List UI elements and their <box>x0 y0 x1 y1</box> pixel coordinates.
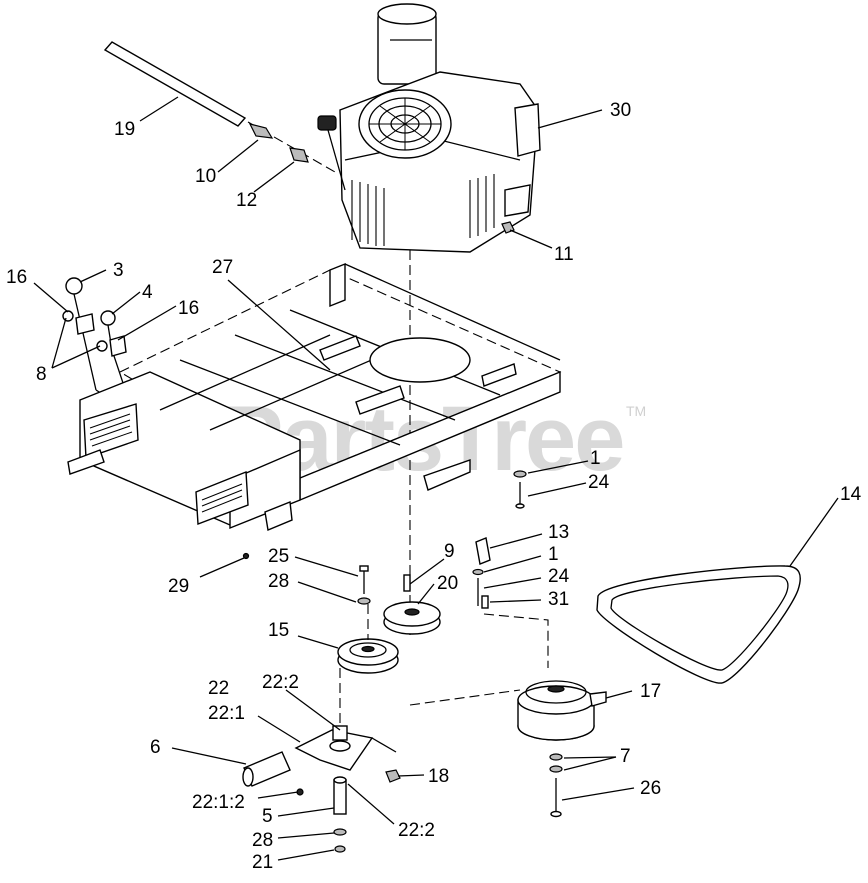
control-levers <box>62 277 131 401</box>
bracket-13 <box>475 537 491 565</box>
washer-28-lower <box>333 828 347 836</box>
idler-pulley-15 <box>337 638 399 674</box>
callout-22-1: 22:1 <box>208 703 245 724</box>
callout-1-upper: 1 <box>590 448 601 469</box>
electric-clutch-17 <box>517 680 607 741</box>
callout-22: 22 <box>208 678 229 699</box>
callout-22-1-2: 22:1:2 <box>192 792 245 813</box>
callout-15: 15 <box>268 620 289 641</box>
spacer-31 <box>481 595 489 609</box>
callout-28-lower: 28 <box>252 830 273 851</box>
callout-1-lower: 1 <box>548 544 559 565</box>
engine-30 <box>317 3 541 640</box>
leader-lines <box>33 96 839 861</box>
callout-3: 3 <box>113 260 124 281</box>
callout-21: 21 <box>252 852 273 873</box>
callout-30: 30 <box>610 100 631 121</box>
washer-1-upper <box>513 470 527 478</box>
spacer-5 <box>333 776 347 815</box>
spring-6 <box>242 751 291 787</box>
callout-4: 4 <box>142 282 153 303</box>
fitting-10 <box>248 123 274 139</box>
callout-9: 9 <box>444 541 455 562</box>
pulley-20 <box>383 601 441 635</box>
callout-28-upper: 28 <box>268 571 289 592</box>
watermark-trademark: TM <box>626 403 646 419</box>
washer-28-upper <box>357 597 371 605</box>
washer-1-lower <box>472 568 484 576</box>
callout-7: 7 <box>620 746 631 767</box>
callout-26: 26 <box>640 778 661 799</box>
bolt-24-upper <box>515 482 525 509</box>
screw-29 <box>242 552 250 560</box>
key-9 <box>403 574 411 592</box>
drive-belt-14 <box>596 565 801 684</box>
callout-31: 31 <box>548 589 569 610</box>
callout-24-lower: 24 <box>548 566 570 587</box>
callout-12: 12 <box>236 190 257 211</box>
callout-6: 6 <box>150 737 161 758</box>
callout-13: 13 <box>548 522 569 543</box>
nut-21 <box>334 845 346 853</box>
callout-5: 5 <box>262 806 273 827</box>
bolt-25 <box>359 565 369 594</box>
callout-27: 27 <box>212 257 233 278</box>
nut-18 <box>385 769 401 783</box>
bolt-26 <box>550 778 562 818</box>
callout-20: 20 <box>437 573 458 594</box>
callout-18: 18 <box>428 766 449 787</box>
callout-22-2-lower: 22:2 <box>398 820 435 841</box>
callout-22-2-upper: 22:2 <box>262 672 299 693</box>
callout-14: 14 <box>840 484 862 505</box>
callout-labels: 19 10 12 30 11 3 16 4 16 8 27 1 24 14 13… <box>6 100 862 873</box>
callout-11: 11 <box>554 244 574 265</box>
callout-24-upper: 24 <box>588 472 610 493</box>
washers-7 <box>549 753 563 773</box>
callout-10: 10 <box>195 166 216 187</box>
chassis-frame-27 <box>67 262 562 531</box>
callout-8: 8 <box>36 364 47 385</box>
callout-25: 25 <box>268 546 289 567</box>
idler-arm-22 <box>294 725 397 771</box>
fitting-12 <box>289 147 309 163</box>
callout-19: 19 <box>114 119 135 140</box>
callout-16-right: 16 <box>178 298 199 319</box>
callout-17: 17 <box>640 681 661 702</box>
callout-16-left: 16 <box>6 267 27 288</box>
callout-29: 29 <box>168 576 189 597</box>
